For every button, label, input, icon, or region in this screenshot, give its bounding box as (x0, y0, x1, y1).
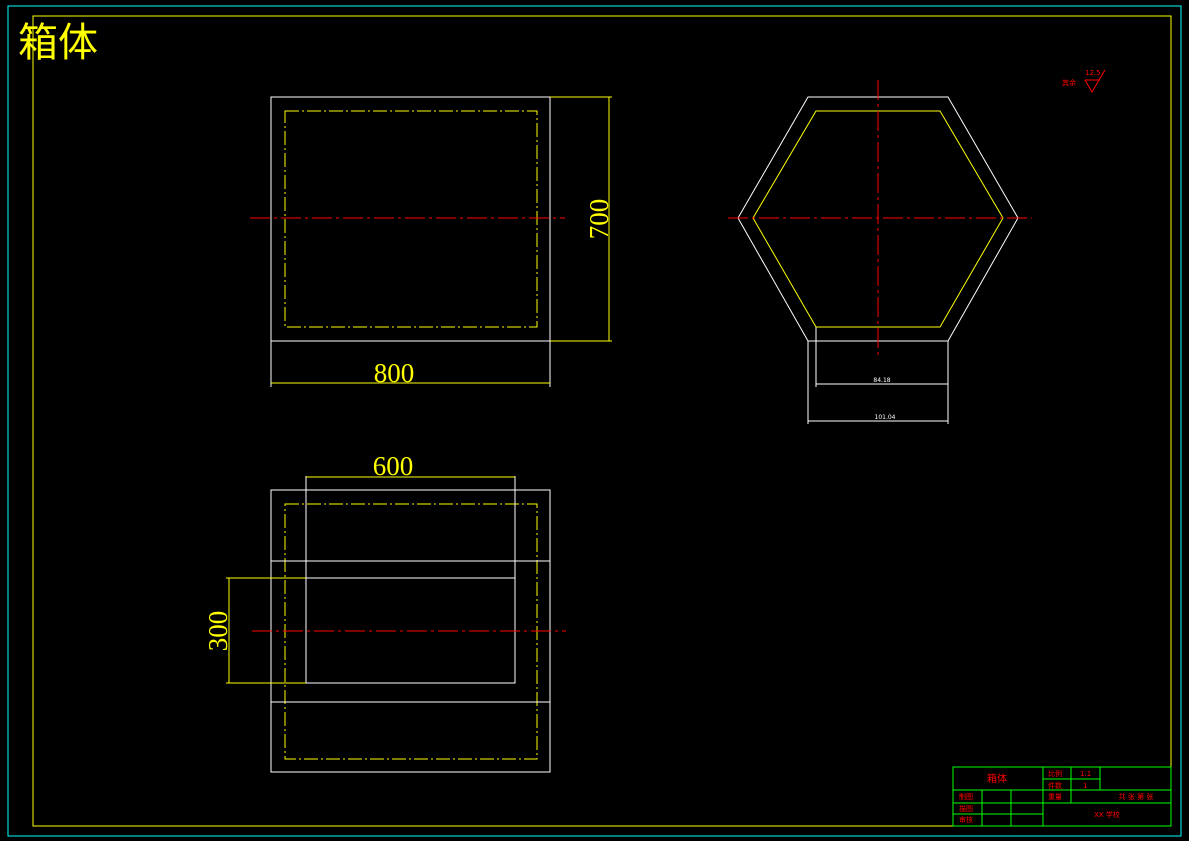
side-outer-dim-text: 101.04 (875, 414, 896, 421)
tb-scale-value: 1:1 (1080, 770, 1091, 778)
front-view (250, 96, 612, 387)
tb-quantity-label: 件数 (1048, 781, 1062, 790)
drawing-title: 箱体 (18, 20, 98, 66)
tb-drawn-label: 制图 (959, 792, 973, 801)
tb-sheet-text: 共 张 第 张 (1119, 792, 1154, 801)
side-view (728, 80, 1032, 424)
front-outer-rect (270, 96, 551, 342)
inner-border (32, 15, 1172, 827)
drawing-frame (7, 5, 1182, 837)
top-width-dim-text: 600 (373, 451, 414, 481)
tb-school-text: XX 学校 (1094, 810, 1120, 819)
title-block-text: 箱体 比例 1:1 件数 1 重量 共 张 第 张 制图 描图 审核 XX 学校 (959, 769, 1153, 824)
side-inner-dim-text: 84.18 (873, 377, 890, 384)
roughness-tail (1098, 69, 1106, 81)
top-view (226, 476, 566, 773)
tb-weight-label: 重量 (1048, 793, 1062, 801)
top-height-dim-text: 300 (203, 611, 233, 652)
front-height-dim-text: 700 (584, 199, 614, 240)
roughness-label: 其余 (1062, 78, 1076, 87)
outer-border (7, 5, 1182, 837)
tb-scale-label: 比例 (1048, 769, 1062, 778)
tb-designed-label: 描图 (959, 804, 973, 813)
title-block-border (952, 766, 1172, 827)
front-width-dim-text: 800 (374, 358, 415, 388)
roughness-symbol (1084, 69, 1106, 93)
tb-checked-label: 审核 (959, 815, 973, 824)
tb-part-name: 箱体 (987, 772, 1007, 785)
roughness-triangle (1084, 79, 1100, 93)
tb-quantity-value: 1 (1083, 782, 1087, 790)
roughness-value: 12.5 (1085, 69, 1101, 77)
title-block (952, 766, 1172, 827)
front-inner-rect (284, 110, 538, 328)
